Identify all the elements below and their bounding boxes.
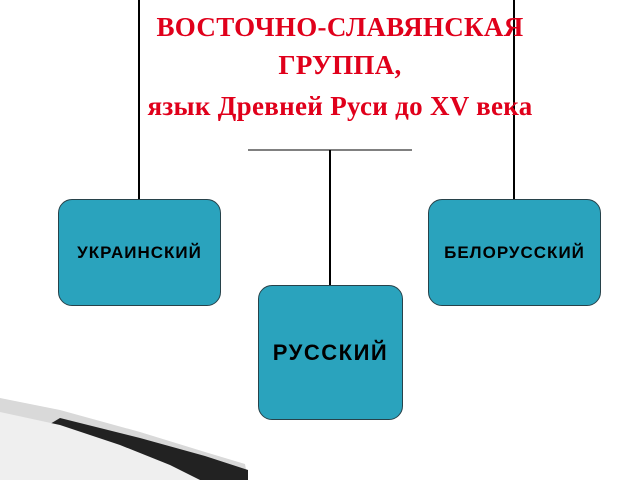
title-line-1: ВОСТОЧНО-СЛАВЯНСКАЯ [156,12,524,42]
belarusian-box: БЕЛОРУССКИЙ [428,199,601,306]
decorative-corner-swoosh-dark [40,418,248,480]
russian-label: РУССКИЙ [272,339,389,365]
title-line-2: ГРУППА, [278,50,402,80]
ukrainian-label: УКРАИНСКИЙ [77,242,202,262]
ukrainian-box: УКРАИНСКИЙ [58,199,221,306]
russian-box: РУССКИЙ [258,285,403,420]
title-line-3: язык Древней Руси до XV века [147,91,533,121]
decorative-corner-swoosh-light [0,412,200,480]
belarusian-label: БЕЛОРУССКИЙ [444,242,585,262]
